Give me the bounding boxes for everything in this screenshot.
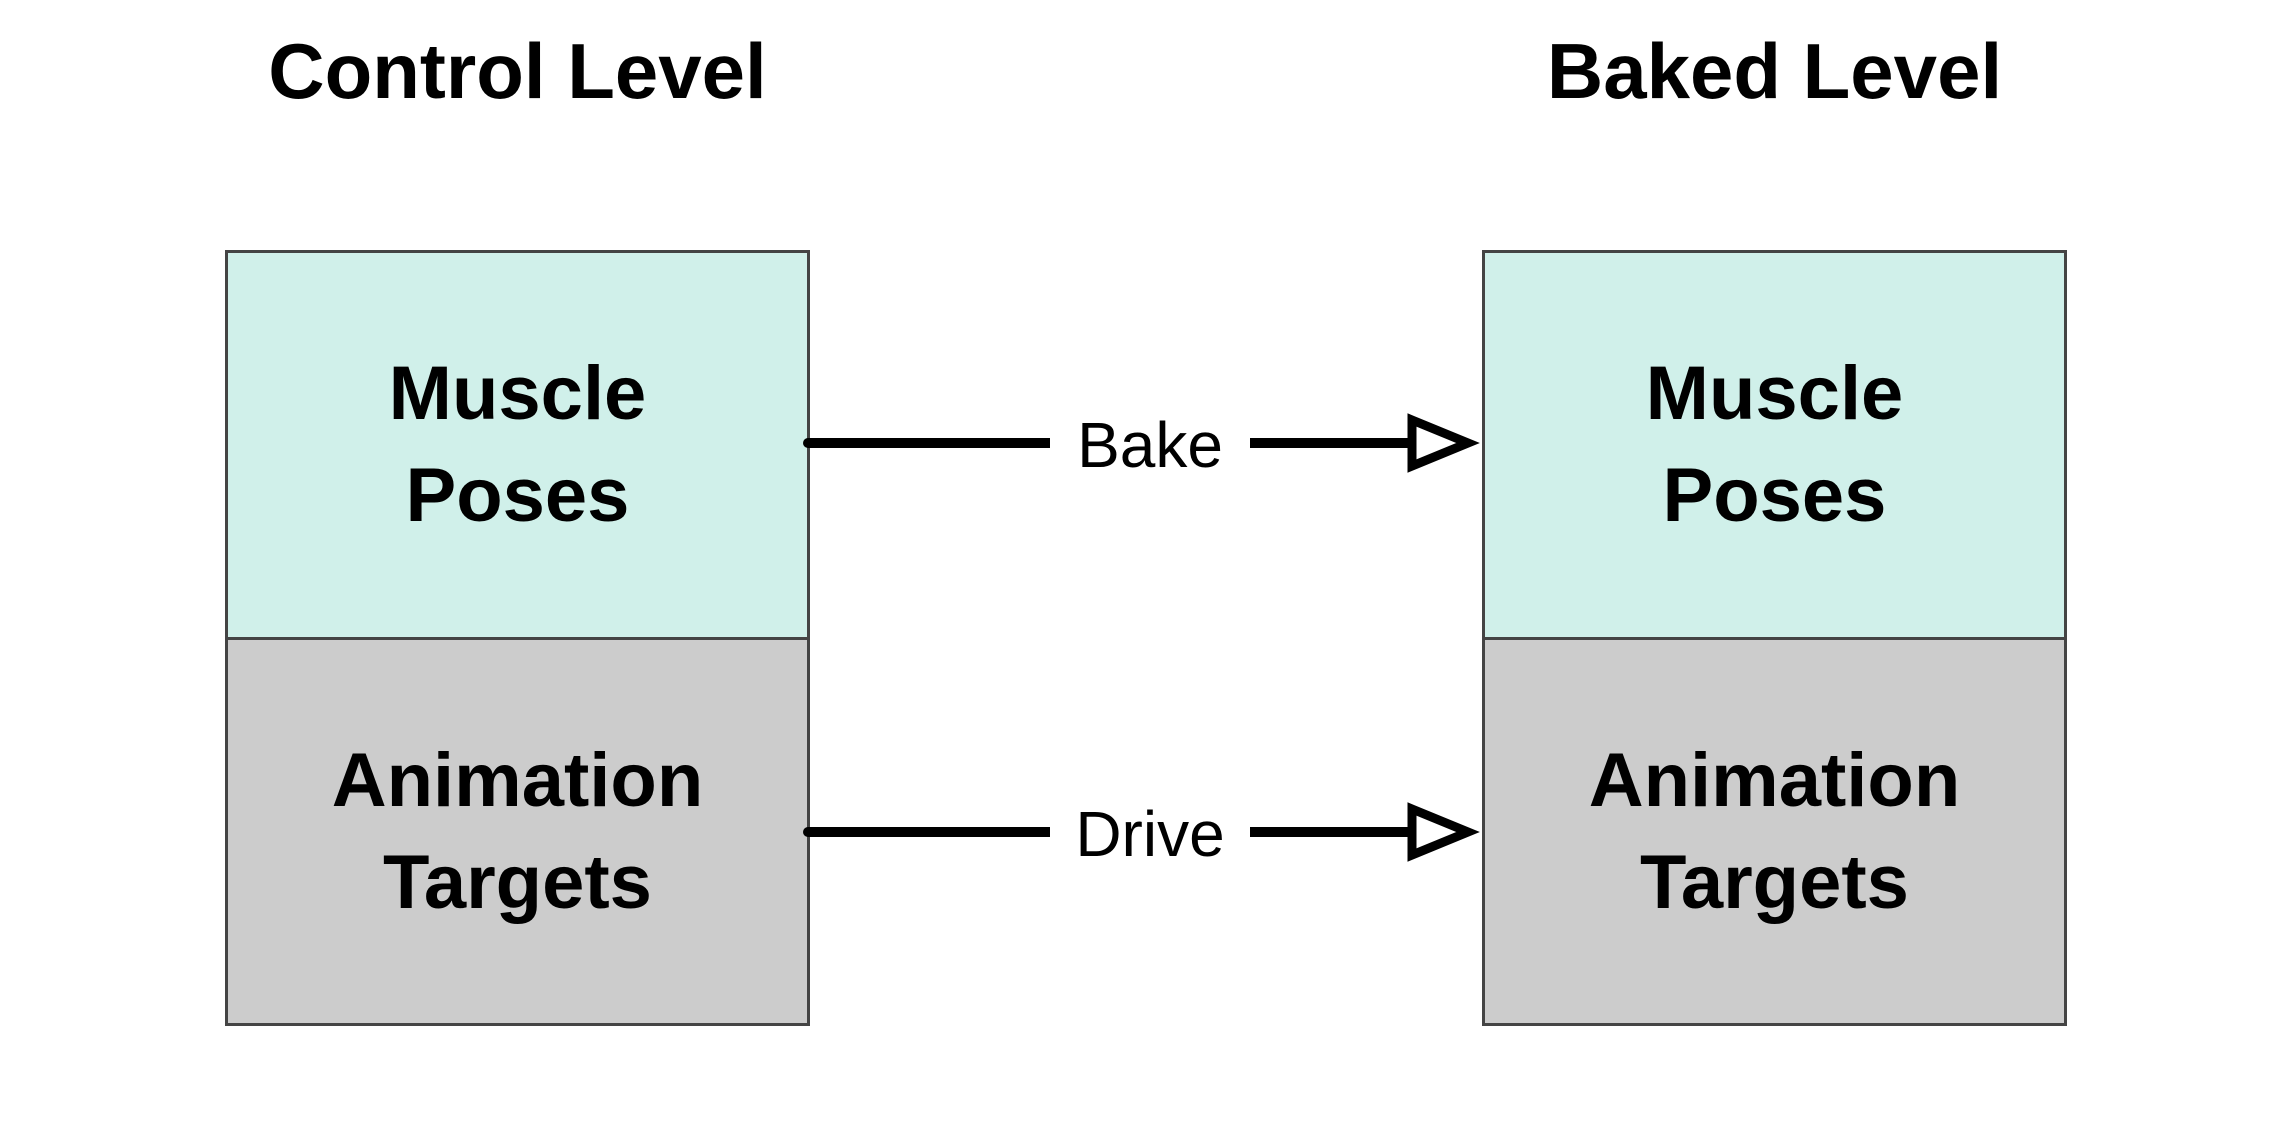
baked-animation-targets-line1: Animation (1588, 737, 1961, 823)
baked-muscle-poses-box: Muscle Poses (1485, 253, 2064, 640)
control-animation-targets-label: Animation Targets (332, 730, 704, 934)
control-animation-targets-line2: Targets (383, 839, 652, 925)
control-muscle-poses-label: Muscle Poses (389, 343, 647, 547)
control-animation-targets-line1: Animation (331, 737, 704, 823)
control-animation-targets-box: Animation Targets (228, 640, 807, 1023)
drive-edge-label: Drive (1050, 802, 1250, 866)
baked-animation-targets-line2: Targets (1640, 839, 1909, 925)
drive-arrow-head (1407, 802, 1480, 862)
control-level-stack: Muscle Poses Animation Targets (225, 250, 810, 1026)
baked-level-stack: Muscle Poses Animation Targets (1482, 250, 2067, 1026)
drive-arrow (803, 802, 1480, 862)
control-muscle-poses-box: Muscle Poses (228, 253, 807, 640)
baked-muscle-poses-line2: Poses (1662, 453, 1887, 538)
control-muscle-poses-line1: Muscle (388, 351, 647, 436)
baked-muscle-poses-line1: Muscle (1645, 351, 1904, 436)
bake-arrow (803, 413, 1480, 473)
bake-arrow-head (1407, 413, 1480, 473)
control-muscle-poses-line2: Poses (405, 453, 630, 538)
baked-muscle-poses-label: Muscle Poses (1646, 343, 1904, 547)
baked-level-title: Baked Level (1546, 27, 2003, 115)
control-level-title: Control Level (268, 27, 767, 115)
baked-animation-targets-box: Animation Targets (1485, 640, 2064, 1023)
baked-animation-targets-label: Animation Targets (1589, 730, 1961, 934)
bake-edge-label: Bake (1050, 413, 1250, 477)
